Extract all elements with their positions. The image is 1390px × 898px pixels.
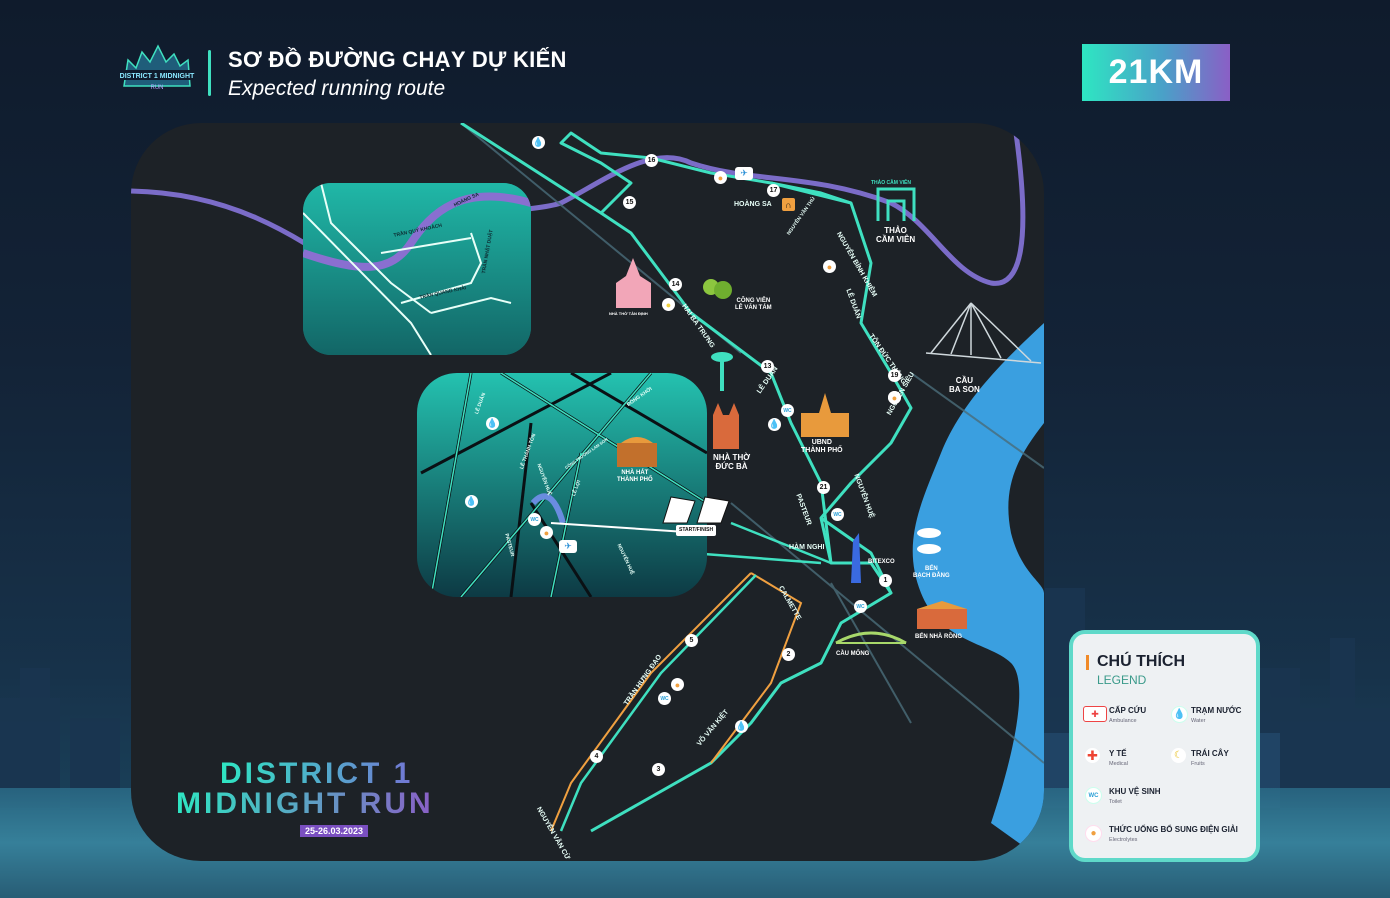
landmark-nha-tho-duc-ba: NHÀ THỜ ĐỨC BÀ <box>713 453 751 471</box>
legend-subtitle: LEGEND <box>1097 673 1147 687</box>
medical-icon: ∩ <box>782 198 795 211</box>
landmark-cau-mong: CẦU MỐNG <box>836 651 870 657</box>
water-drop-icon: 💧 <box>1171 706 1188 723</box>
banana-icon: ☾ <box>1171 748 1186 763</box>
bitexco-tower-icon <box>851 533 861 583</box>
ben-nha-rong-icon <box>917 601 967 629</box>
landmark-nha-tho-tan-dinh: NHÀ THỜ TÂN ĐỊNH <box>609 311 648 316</box>
distance-badge: 21KM <box>1082 44 1230 101</box>
brand-line-2: MIDNIGHT RUN <box>176 787 434 820</box>
landmark-thao-cam-vien-sign: THẢO CẦM VIÊN <box>871 180 911 186</box>
checkpoint-16: 16 <box>645 154 658 167</box>
water-station-icon: 💧 <box>768 418 781 431</box>
ambulance-icon: ✈ <box>559 540 577 553</box>
medical-cross-icon: ✚ <box>1085 748 1100 763</box>
checkpoint-3: 3 <box>652 763 665 776</box>
svg-text:DISTRICT 1 MIDNIGHT: DISTRICT 1 MIDNIGHT <box>120 73 195 80</box>
landmark-ben-bach-dang: BẾN BẠCH ĐẰNG <box>913 566 950 579</box>
electrolyte-icon: ● <box>714 171 727 184</box>
checkpoint-1: 1 <box>879 574 892 587</box>
city-hall-icon <box>801 393 849 437</box>
cathedral-duc-ba-icon <box>713 403 739 449</box>
landmark-cau-ba-son: CẦU BA SON <box>949 376 980 394</box>
checkpoint-14: 14 <box>669 278 682 291</box>
park-trees-icon <box>703 279 732 299</box>
electrolyte-icon: ● <box>671 678 684 691</box>
water-station-icon: 💧 <box>532 136 545 149</box>
checkpoint-19: 19 <box>888 369 901 382</box>
street-ham-nghi: HÀM NGHI <box>789 544 825 551</box>
start-finish-label: START/FINISH <box>676 525 717 536</box>
checkpoint-15: 15 <box>623 196 636 209</box>
landmark-thao-cam-vien: THẢO CẦM VIÊN <box>876 226 916 244</box>
water-station-icon: 💧 <box>735 720 748 733</box>
landmark-nha-hat: NHÀ HÁT THÀNH PHỐ <box>617 470 653 483</box>
toilet-icon: WC <box>528 513 541 526</box>
landmark-bitexco: BITEXCO <box>868 559 895 565</box>
zoo-gate-icon <box>876 187 916 221</box>
header-divider <box>208 50 211 96</box>
checkpoint-2: 2 <box>782 648 795 661</box>
street-hoang-sa: HOÀNG SA <box>734 201 772 208</box>
page-subtitle: Expected running route <box>228 77 446 100</box>
electrolyte-icon: ● <box>823 260 836 273</box>
fruit-station-icon: ● <box>662 298 675 311</box>
landmark-ubnd: UBND THÀNH PHỐ <box>801 439 843 454</box>
checkpoint-21: 21 <box>817 481 830 494</box>
legend-title: CHÚ THÍCH <box>1097 653 1185 670</box>
toilet-icon: WC <box>781 404 794 417</box>
legend-accent-bar <box>1086 655 1089 670</box>
electrolyte-icon: ● <box>888 391 901 404</box>
electrolyte-icon: ● <box>1085 825 1102 842</box>
checkpoint-13: 13 <box>761 360 774 373</box>
event-date: 25-26.03.2023 <box>300 825 369 837</box>
toilet-icon: WC <box>854 600 867 613</box>
church-tan-dinh-icon <box>616 258 651 308</box>
boat-icon <box>917 528 941 554</box>
water-station-icon: 💧 <box>465 495 478 508</box>
wc-icon: WC <box>1085 787 1102 804</box>
ambulance-icon: ✈ <box>735 167 753 180</box>
landmark-ben-nha-rong: BẾN NHÀ RỒNG <box>915 634 963 640</box>
water-station-icon: 💧 <box>486 417 499 430</box>
svg-text:RUN: RUN <box>151 85 164 91</box>
tower-icon <box>711 352 733 391</box>
brand-line-1: DISTRICT 1 <box>220 757 434 791</box>
page-title: SƠ ĐỒ ĐƯỜNG CHẠY DỰ KIẾN <box>228 47 567 72</box>
opera-house-icon <box>617 437 657 467</box>
toilet-icon: WC <box>658 692 671 705</box>
electrolyte-icon: ● <box>540 526 553 539</box>
start-finish-flags-icon <box>662 496 730 524</box>
toilet-icon: WC <box>831 508 844 521</box>
event-brand: DISTRICT 1 MIDNIGHT RUN 25-26.03.2023 <box>176 757 434 839</box>
checkpoint-4: 4 <box>590 750 603 763</box>
checkpoint-5: 5 <box>685 634 698 647</box>
route-map: HOÀNG SA NGUYỄN VĂN THỦ NGUYỄN BỈNH KHIÊ… <box>131 123 1044 861</box>
event-logo: DISTRICT 1 MIDNIGHT RUN <box>120 44 195 91</box>
checkpoint-17: 17 <box>767 184 780 197</box>
landmark-cong-vien-le-van-tam: CÔNG VIÊN LÊ VĂN TÁM <box>735 298 772 311</box>
ambulance-icon: ✚ <box>1083 706 1107 722</box>
